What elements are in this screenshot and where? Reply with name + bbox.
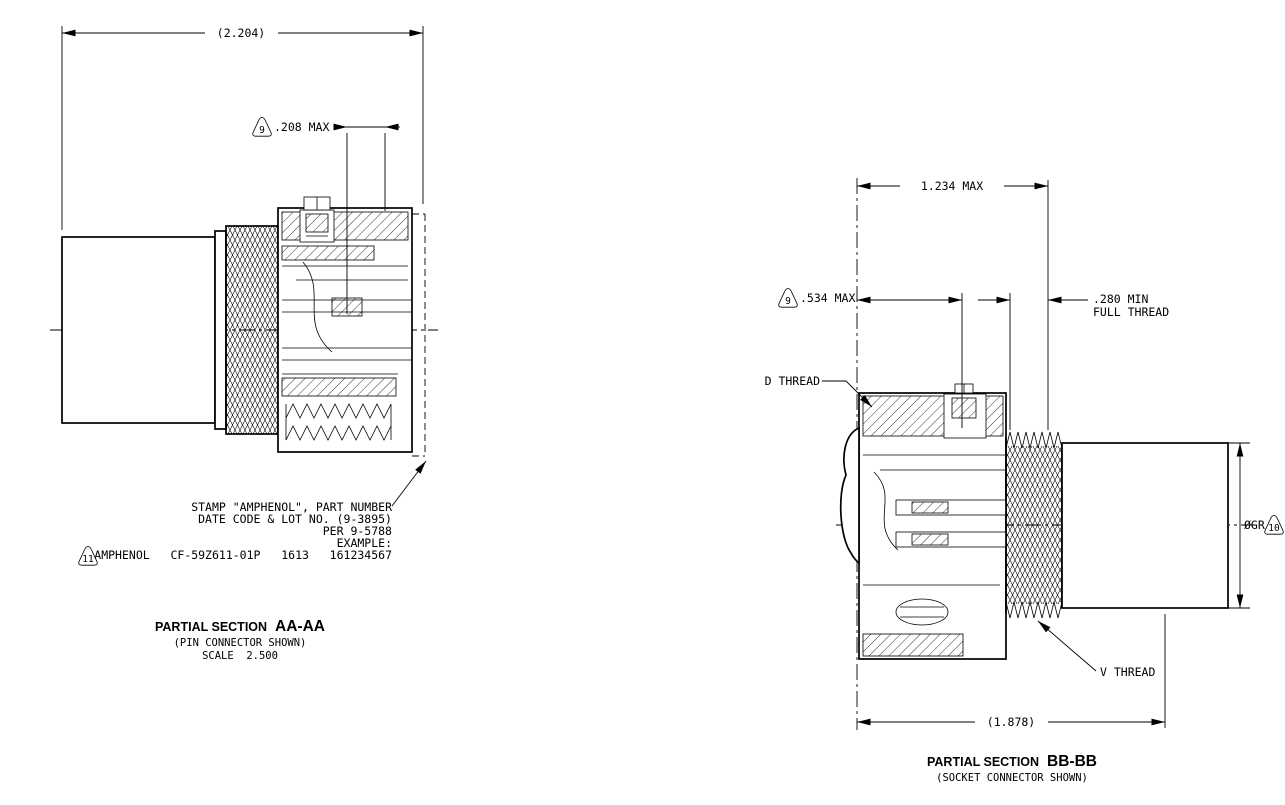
aa-note-line1: STAMP "AMPHENOL", PART NUMBER bbox=[191, 500, 392, 514]
bb-view-subtitle: (SOCKET CONNECTOR SHOWN) bbox=[936, 772, 1088, 784]
aa-note-line3: PER 9-5788 bbox=[323, 524, 392, 538]
bb-d-thread-label: D THREAD bbox=[765, 374, 820, 388]
bb-dim-length-text: (1.878) bbox=[987, 715, 1035, 729]
aa-flag-9-number: 9 bbox=[259, 125, 265, 136]
bb-v-thread-label: V THREAD bbox=[1100, 665, 1155, 679]
bb-v-thread-section bbox=[1005, 431, 1063, 619]
aa-dim-208-text: .208 MAX bbox=[274, 120, 329, 134]
bb-body-details bbox=[863, 454, 1007, 626]
bb-dim-length: (1.878) bbox=[857, 614, 1166, 729]
aa-note-line2: DATE CODE & LOT NO. (9-3895) bbox=[198, 512, 392, 526]
bb-cable-barrel bbox=[1061, 442, 1229, 609]
aa-dim-overall-text: (2.204) bbox=[217, 26, 265, 40]
aa-shell-body bbox=[277, 207, 413, 453]
view-bb: 1.234 MAX 9 .534 MAX .280 MIN FULL THREA… bbox=[765, 178, 1284, 784]
bb-retention-screw bbox=[954, 383, 974, 394]
bb-flag-10-number: 10 bbox=[1268, 523, 1280, 534]
bb-grommet-curve bbox=[873, 471, 899, 551]
view-aa: (2.204) 9 .208 MAX STAMP "AMPHENOL", PAR… bbox=[50, 26, 438, 662]
aa-flag-9: 9 bbox=[252, 117, 272, 137]
bb-flag-9: 9 bbox=[778, 288, 798, 308]
aa-dim-208: 9 .208 MAX bbox=[252, 117, 400, 314]
bb-front-grommet bbox=[839, 426, 860, 565]
bb-dim-280-text-line1: .280 MIN bbox=[1093, 292, 1148, 306]
bb-flag-9-number: 9 bbox=[785, 296, 791, 307]
bb-dim-280-text-line2: FULL THREAD bbox=[1093, 305, 1169, 319]
aa-step-ring bbox=[214, 230, 227, 430]
bb-flag-10: 10 bbox=[1264, 515, 1284, 535]
aa-flag-11-number: 11 bbox=[82, 554, 94, 565]
aa-view-scale: SCALE 2.500 bbox=[202, 650, 278, 662]
aa-section-hatching bbox=[281, 209, 409, 397]
bb-d-thread-leader bbox=[822, 380, 873, 408]
bb-dim-width: 1.234 MAX bbox=[857, 179, 1049, 430]
aa-grommet-curve bbox=[302, 261, 333, 353]
aa-thread-profile bbox=[285, 403, 392, 441]
bb-section-hatching bbox=[862, 393, 1004, 657]
bb-dim-width-text: 1.234 MAX bbox=[921, 179, 983, 193]
bb-d-thread-callout: D THREAD bbox=[765, 374, 873, 408]
aa-retention-screw bbox=[303, 196, 331, 211]
aa-view-subtitle: (PIN CONNECTOR SHOWN) bbox=[174, 637, 307, 649]
bb-v-thread-callout: V THREAD bbox=[1037, 620, 1155, 679]
aa-note-line5: AMPHENOL CF-59Z611-01P 1613 161234567 bbox=[94, 548, 392, 562]
aa-stamp-note: STAMP "AMPHENOL", PART NUMBER DATE CODE … bbox=[78, 460, 427, 566]
bb-dim-534: 9 .534 MAX bbox=[778, 288, 963, 428]
aa-coupling-nut-knurl bbox=[225, 225, 279, 435]
bb-dim-diameter: ØGR 10 bbox=[1228, 442, 1284, 609]
bb-dia-label: ØGR bbox=[1244, 518, 1265, 532]
aa-flag-11: 11 bbox=[78, 546, 98, 566]
aa-phantom-mating-outline bbox=[412, 213, 426, 457]
bb-dim-280: .280 MIN FULL THREAD bbox=[978, 292, 1169, 430]
bb-v-thread-leader bbox=[1037, 620, 1097, 672]
aa-dim-overall: (2.204) bbox=[61, 26, 424, 230]
bb-bottom-screw bbox=[895, 598, 949, 626]
aa-cable-barrel bbox=[61, 236, 216, 424]
bb-socket-contact-section bbox=[911, 501, 949, 514]
bb-dim-534-text: .534 MAX bbox=[800, 291, 855, 305]
aa-note-line4: EXAMPLE: bbox=[337, 536, 392, 550]
aa-note-leader bbox=[391, 460, 427, 507]
